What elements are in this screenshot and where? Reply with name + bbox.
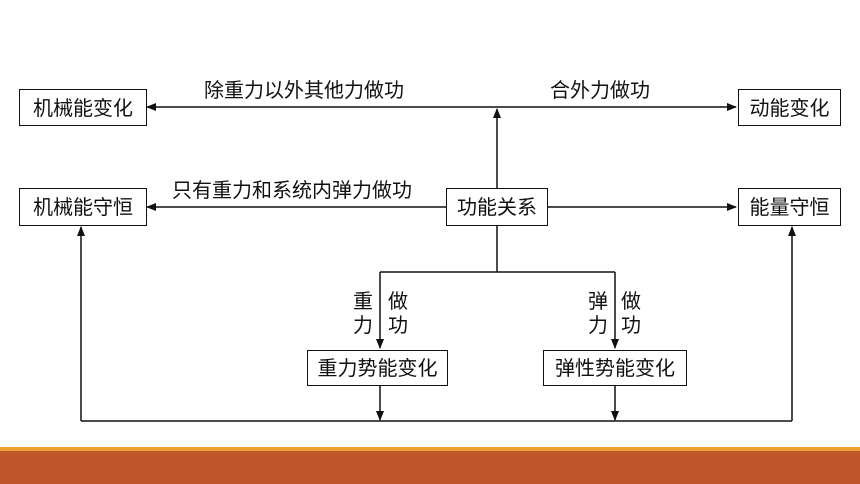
- node-mechanical-energy-change: 机械能变化: [19, 89, 147, 126]
- node-energy-conservation: 能量守恒: [738, 188, 841, 226]
- node-work-energy-relation: 功能关系: [446, 188, 548, 226]
- footer-bar: [0, 451, 860, 484]
- label-gravity-force: 重力: [353, 289, 373, 337]
- footer-accent-stripe: [0, 447, 860, 451]
- label-only-gravity-elastic-work: 只有重力和系统内弹力做功: [172, 178, 412, 202]
- label-gravity-work: 做功: [388, 289, 408, 337]
- node-kinetic-energy-change: 动能变化: [738, 89, 841, 126]
- node-elastic-pe-change: 弹性势能变化: [543, 350, 687, 386]
- label-non-gravity-work: 除重力以外其他力做功: [204, 78, 404, 102]
- node-gravity-pe-change: 重力势能变化: [307, 350, 448, 386]
- node-mechanical-energy-conservation: 机械能守恒: [19, 188, 147, 226]
- label-net-force-work: 合外力做功: [550, 78, 650, 102]
- label-elastic-force: 弹力: [588, 289, 608, 337]
- label-elastic-work: 做功: [621, 289, 641, 337]
